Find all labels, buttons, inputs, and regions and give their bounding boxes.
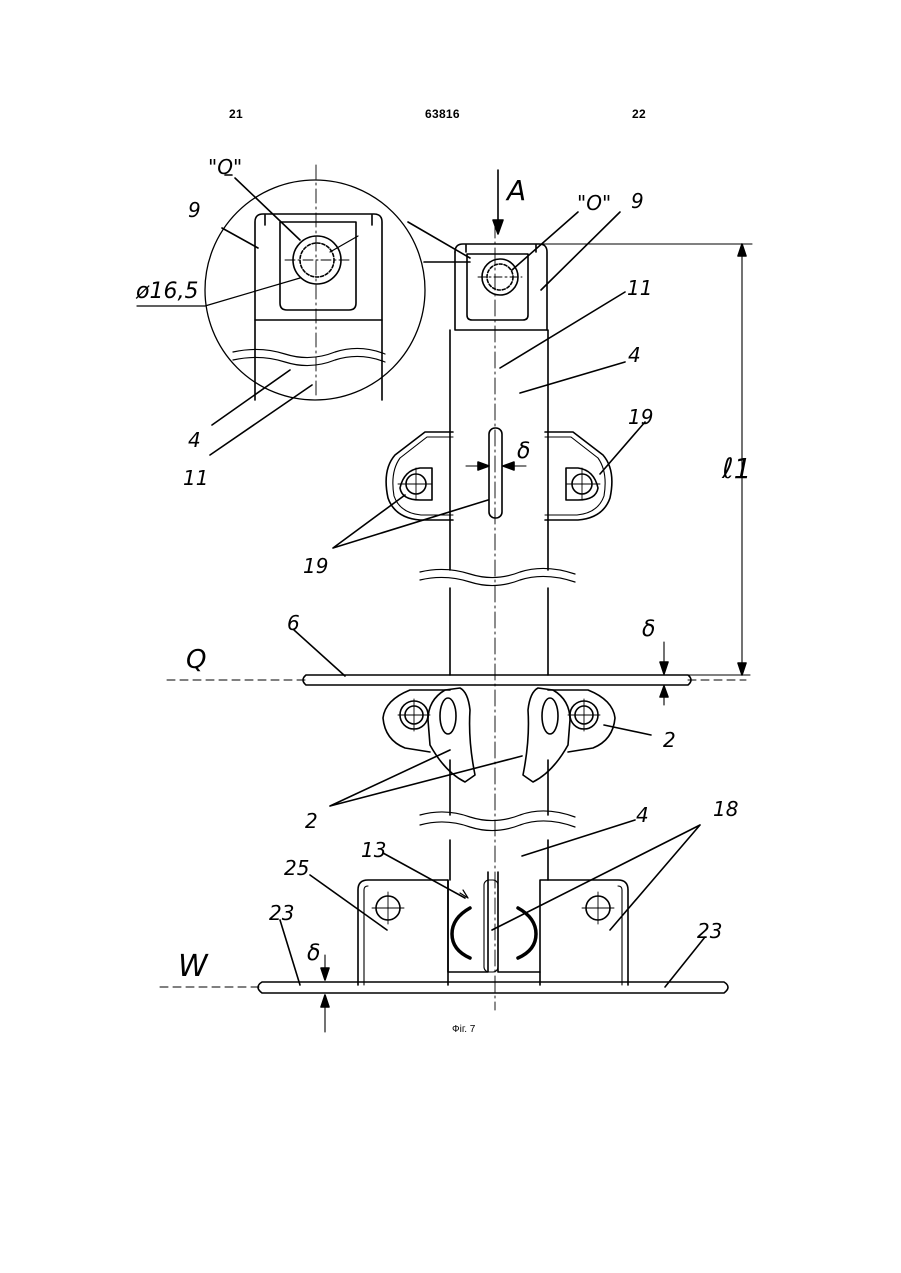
label-25: 25 — [284, 856, 309, 880]
label-delta-slot: δ — [517, 439, 530, 464]
label-detail-o: "O" — [208, 155, 242, 179]
label-delta-w: δ — [307, 941, 320, 966]
label-19-left: 19 — [303, 554, 328, 578]
detail-view-o — [137, 165, 470, 455]
label-4-top: 4 — [628, 343, 641, 367]
label-delta-q: δ — [642, 617, 655, 642]
label-19-right: 19 — [628, 405, 653, 429]
label-2-left: 2 — [305, 809, 318, 833]
label-l1: ℓ1 — [721, 452, 751, 485]
label-view-a: A — [505, 174, 526, 207]
dimension-lines — [160, 170, 752, 1032]
figure-caption: Фіг. 7 — [452, 1024, 475, 1035]
label-plane-q: Q — [186, 645, 206, 675]
label-23-left: 23 — [269, 901, 294, 925]
label-detail-o-main: "O" — [577, 191, 611, 215]
label-11-detail: 11 — [183, 466, 208, 490]
label-9-detail: 9 — [188, 198, 201, 222]
label-2-right: 2 — [663, 728, 676, 752]
label-13: 13 — [361, 838, 386, 862]
label-11: 11 — [627, 276, 652, 300]
main-column — [258, 222, 728, 1010]
label-plane-w: W — [178, 949, 209, 984]
label-9: 9 — [631, 189, 644, 213]
label-diameter: ø16,5 — [135, 279, 198, 304]
label-4-detail: 4 — [188, 428, 201, 452]
label-6: 6 — [287, 611, 300, 635]
label-18: 18 — [713, 797, 738, 821]
label-4-bottom: 4 — [636, 803, 649, 827]
label-23-right: 23 — [697, 919, 722, 943]
